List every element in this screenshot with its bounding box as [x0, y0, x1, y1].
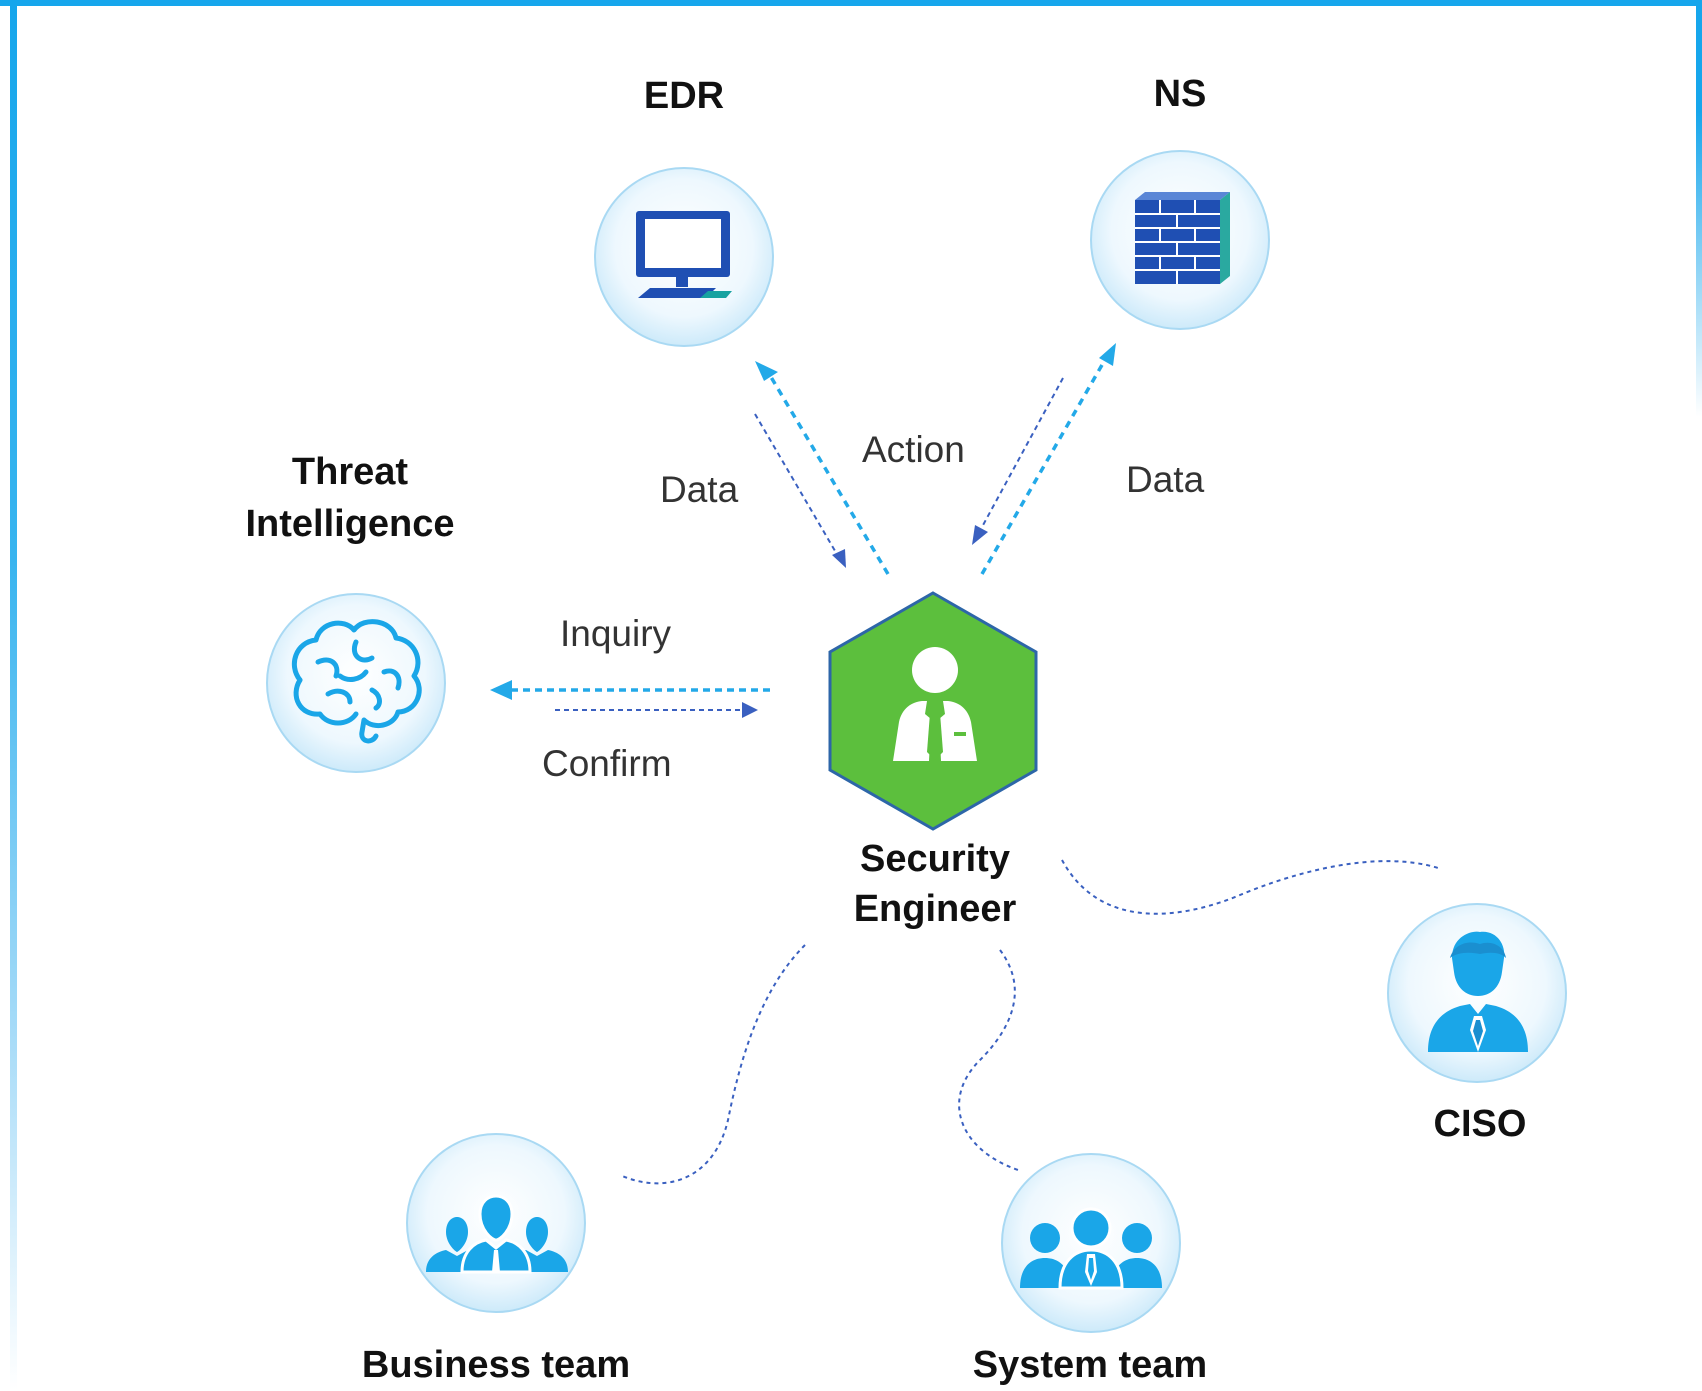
frame-left-border — [10, 6, 17, 1390]
inquiry-flow-label: Inquiry — [560, 613, 672, 654]
frame-right-border — [1696, 0, 1702, 1390]
inquiry-arrowhead — [490, 680, 512, 700]
ns-node — [1090, 150, 1270, 330]
edr-label: EDR — [643, 75, 725, 117]
edr-data-arrow — [766, 371, 890, 575]
confirm-flow-label: Confirm — [542, 743, 672, 784]
system-team-icon — [1020, 1207, 1162, 1290]
desktop-computer-icon — [636, 211, 732, 298]
edr-action-arrowhead — [832, 549, 846, 568]
business-team-icon — [426, 1194, 568, 1274]
executive-icon — [1428, 931, 1528, 1052]
edr-action-arrow — [754, 413, 839, 557]
action-flow-label: Action — [862, 429, 965, 470]
security-engineer-label-line2: Engineer — [853, 888, 1017, 930]
ciso-link — [1061, 859, 1439, 915]
ns-data-arrowhead — [1099, 343, 1116, 366]
edr-data-arrowhead — [755, 361, 778, 381]
edr-data-flow-label: Data — [660, 469, 739, 510]
ns-action-arrowhead — [972, 525, 988, 545]
ns-label: NS — [1153, 73, 1207, 115]
business-team-label: Business team — [361, 1344, 631, 1386]
confirm-arrowhead — [742, 702, 758, 718]
ciso-label: CISO — [1433, 1103, 1527, 1145]
system-team-label: System team — [972, 1344, 1208, 1386]
edr-node — [594, 167, 774, 347]
security-engineer-label-line1: Security — [860, 838, 1010, 880]
security-engineer-node — [828, 591, 1038, 831]
threat-intel-label-line1: Threat — [291, 451, 409, 493]
threat-intel-label-line2: Intelligence — [245, 503, 455, 545]
business-team-node — [406, 1133, 586, 1313]
ns-data-flow-label: Data — [1126, 459, 1205, 500]
connectors — [490, 343, 1439, 1185]
business-team-link — [619, 944, 806, 1185]
brain-icon — [292, 619, 422, 744]
security-engineer-icon — [893, 647, 977, 761]
ns-action-arrow — [981, 377, 1064, 528]
system-team-link — [958, 949, 1019, 1171]
ciso-node — [1387, 903, 1567, 1083]
threat-intel-node — [266, 593, 446, 773]
firewall-icon — [1135, 192, 1230, 284]
frame-top-border — [0, 0, 1702, 6]
ns-data-arrow — [980, 357, 1108, 575]
system-team-node — [1001, 1153, 1181, 1333]
